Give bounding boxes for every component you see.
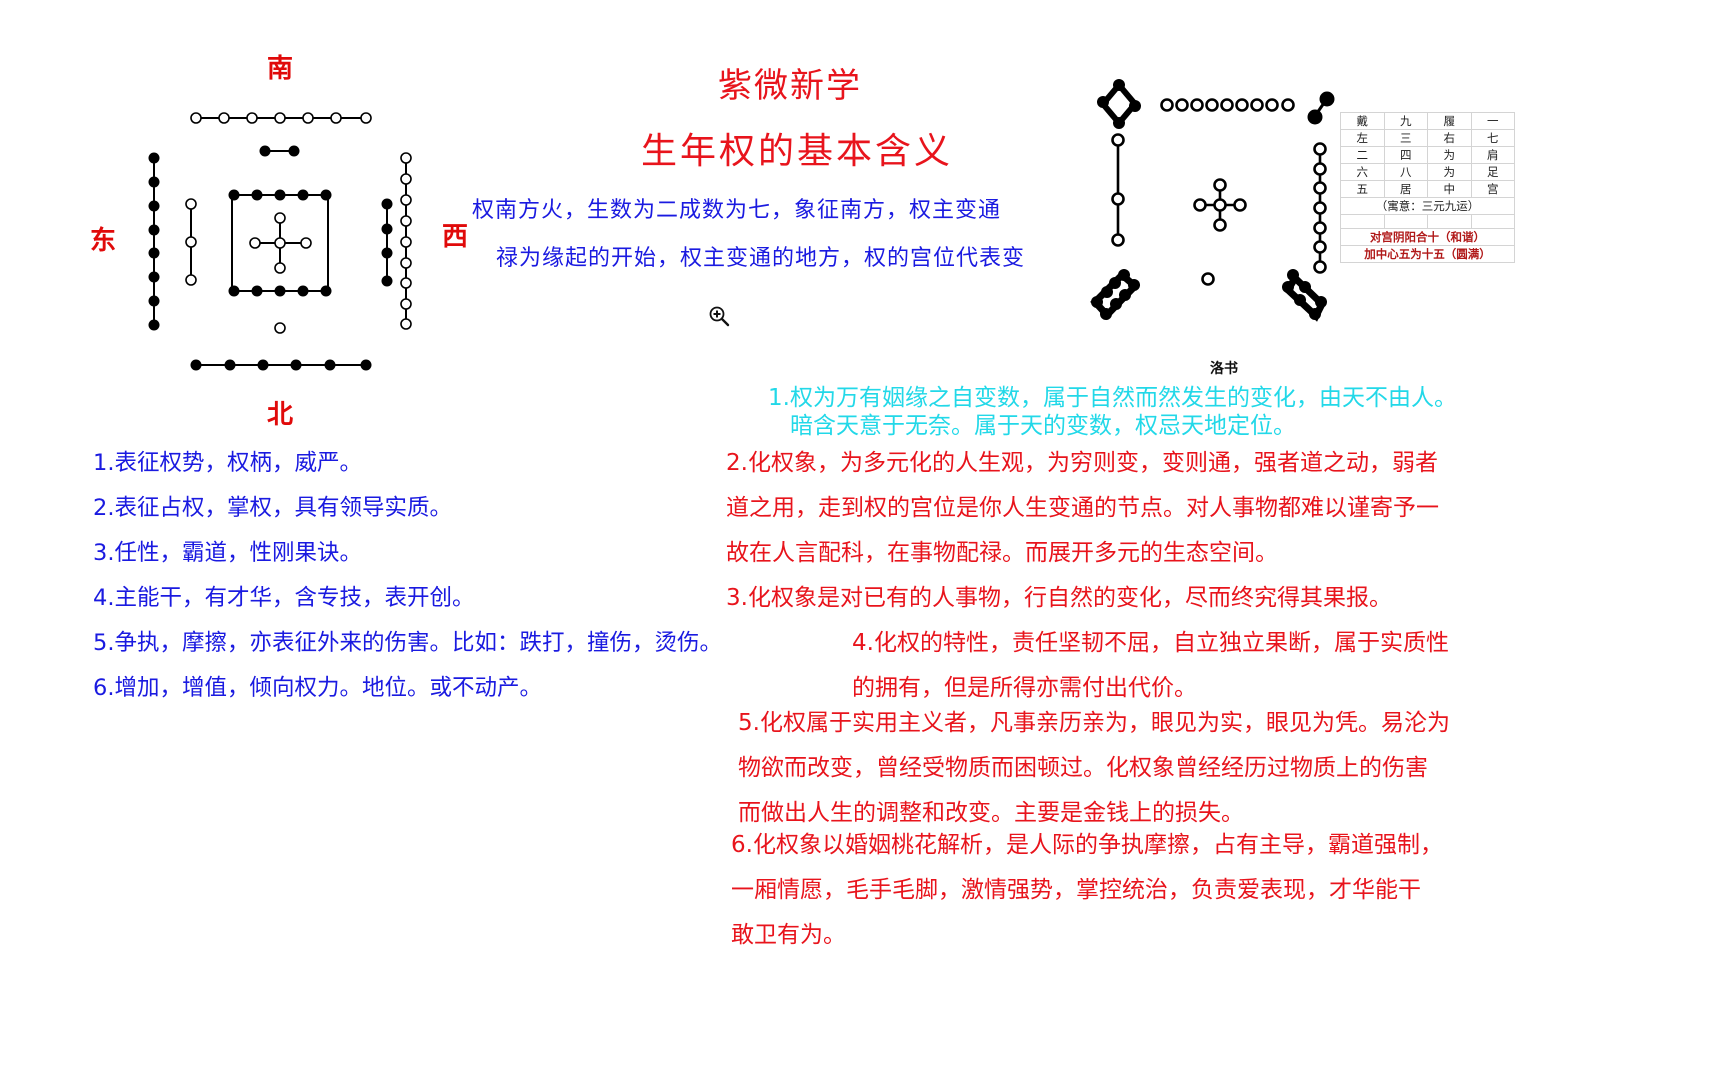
item-line: 5.化权属于实用主义者，凡事亲历亲为，眼见为实，眼见为凭。易沦为: [738, 710, 1450, 736]
luoshu-diagram: 戴九 履一 左三 右七 二四 为肩 六八 为足 五居 中宫 （寓意：三元九运） …: [1085, 72, 1525, 382]
right-item-2: 2.化权象，为多元化的人生观，为穷则变，变则通，强者道之动，弱者 道之用，走到权…: [726, 441, 1439, 576]
list-item: 6.增加，增值，倾向权力。地位。或不动产。: [93, 675, 542, 701]
left-meaning-list: 1.表征权势，权柄，威严。 2.表征占权，掌权，具有领导实质。 3.任性，霸道，…: [93, 441, 722, 711]
item-line: 的拥有，但是所得亦需付出代价。: [852, 675, 1197, 701]
right-item-4: 4.化权的特性，责任坚韧不屈，自立独立果断，属于实质性 的拥有，但是所得亦需付出…: [852, 621, 1449, 711]
table-row: 五居 中宫: [1340, 180, 1515, 198]
table-row: 对宫阴阳合十（和谐）: [1340, 228, 1515, 246]
item-line: 一厢情愿，毛手毛脚，激情强势，掌控统治，负责爱表现，才华能干: [731, 877, 1421, 903]
right-item-3: 3.化权象是对已有的人事物，行自然的变化，尽而终究得其果报。: [726, 576, 1392, 621]
direction-south: 南: [267, 54, 294, 84]
item-line: 6.化权象以婚姻桃花解析，是人际的争执摩擦，占有主导，霸道强制，: [731, 832, 1443, 858]
item-line: 物欲而改变，曾经受物质而困顿过。化权象曾经经历过物质上的伤害: [738, 755, 1428, 781]
zoom-in-icon[interactable]: [708, 305, 732, 329]
hetu-dots-figure: [148, 112, 412, 371]
table-row: 六八 为足: [1340, 163, 1515, 181]
luoshu-table: 戴九 履一 左三 右七 二四 为肩 六八 为足 五居 中宫 （寓意：三元九运） …: [1340, 112, 1515, 263]
item-line: 道之用，走到权的宫位是你人生变通的节点。对人事物都难以谨寄予一: [726, 495, 1439, 521]
item-line: 3.化权象是对已有的人事物，行自然的变化，尽而终究得其果报。: [726, 585, 1392, 611]
right-item-6: 6.化权象以婚姻桃花解析，是人际的争执摩擦，占有主导，霸道强制， 一厢情愿，毛手…: [731, 823, 1443, 958]
right-item-1: 1.权为万有姻缘之自变数，属于自然而然发生的变化，由天不由人。 暗含天意于无奈。…: [768, 384, 1457, 440]
list-item: 2.表征占权，掌权，具有领导实质。: [93, 495, 452, 521]
table-row: 左三 右七: [1340, 129, 1515, 147]
item-line: 而做出人生的调整和改变。主要是金钱上的损失。: [738, 800, 1244, 826]
page-subtitle: 生年权的基本含义: [641, 131, 954, 172]
direction-west: 西: [442, 222, 469, 252]
item-line: 2.化权象，为多元化的人生观，为穷则变，变则通，强者道之动，弱者: [726, 450, 1438, 476]
table-row: 二四 为肩: [1340, 146, 1515, 164]
page-title: 紫微新学: [718, 66, 862, 106]
luoshu-dots-figure: [1090, 79, 1335, 322]
luoshu-caption: 洛书: [1210, 361, 1238, 377]
direction-north: 北: [267, 400, 294, 430]
intro-line-1: 权南方火，生数为二成数为七，象征南方，权主变通: [472, 198, 1002, 223]
right-item-5: 5.化权属于实用主义者，凡事亲历亲为，眼见为实，眼见为凭。易沦为 物欲而改变，曾…: [738, 701, 1450, 836]
table-row: （寓意：三元九运）: [1340, 197, 1515, 215]
hetu-diagram: 南 北 东 西: [80, 40, 480, 440]
item-line: 敢卫有为。: [731, 922, 846, 948]
item-line: 暗含天意于无奈。属于天的变数，权忌天地定位。: [790, 413, 1296, 439]
list-item: 1.表征权势，权柄，威严。: [93, 450, 362, 476]
table-row-empty: [1340, 214, 1515, 229]
intro-line-2: 禄为缘起的开始，权主变通的地方，权的宫位代表变: [496, 246, 1026, 271]
item-line: 故在人言配科，在事物配禄。而展开多元的生态空间。: [726, 540, 1278, 566]
item-line: 4.化权的特性，责任坚韧不屈，自立独立果断，属于实质性: [852, 630, 1449, 656]
list-item: 3.任性，霸道，性刚果诀。: [93, 540, 362, 566]
direction-east: 东: [90, 226, 117, 256]
table-red-note-2: 加中心五为十五（圆满）: [1340, 245, 1515, 263]
list-item: 5.争执，摩擦，亦表征外来的伤害。比如：跌打，撞伤，烫伤。: [93, 630, 722, 656]
table-red-note-1: 对宫阴阳合十（和谐）: [1340, 228, 1515, 246]
list-item: 4.主能干，有才华，含专技，表开创。: [93, 585, 475, 611]
table-note: （寓意：三元九运）: [1340, 197, 1515, 215]
table-row: 戴九 履一: [1340, 112, 1515, 130]
table-row: 加中心五为十五（圆满）: [1340, 245, 1515, 263]
item-line: 1.权为万有姻缘之自变数，属于自然而然发生的变化，由天不由人。: [768, 385, 1457, 411]
